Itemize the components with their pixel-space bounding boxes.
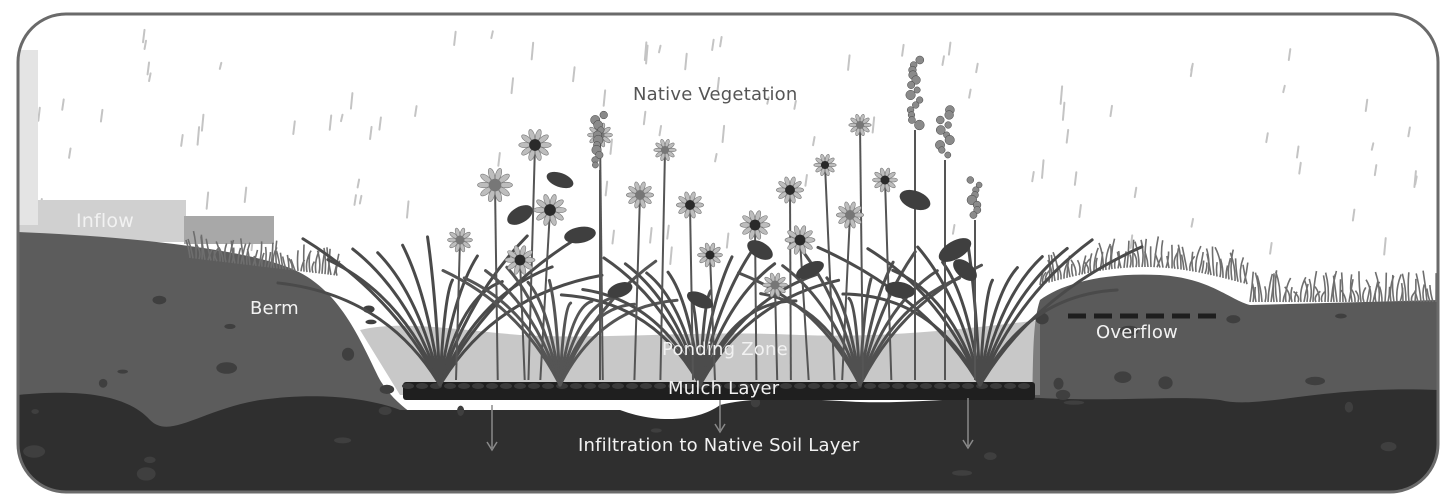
inflow-outlet-box (184, 216, 274, 244)
native-vegetation-label: Native Vegetation (633, 84, 797, 105)
mulch-layer-label: Mulch Layer (668, 378, 779, 399)
infiltration-label: Infiltration to Native Soil Layer (578, 435, 860, 456)
berm-label: Berm (250, 298, 299, 319)
inflow-pavement-edge (18, 50, 38, 225)
inflow-label: Inflow (76, 210, 134, 232)
ponding-zone-label: Ponding Zone (662, 339, 788, 360)
overflow-label: Overflow (1096, 322, 1178, 343)
